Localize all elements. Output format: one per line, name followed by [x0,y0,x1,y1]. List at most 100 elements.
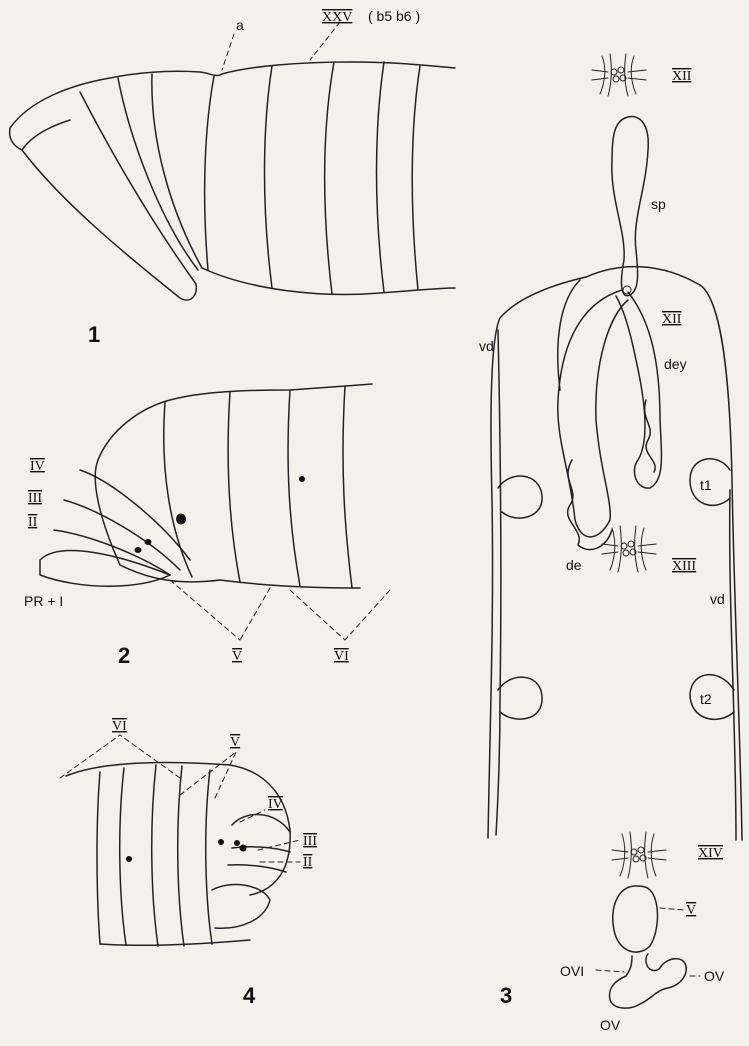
fig3-label-sp: sp [651,196,666,212]
fig3-body-top [586,267,700,285]
fig4-segment-1 [97,772,100,944]
fig4-dot-4 [240,845,247,852]
fig3-label-xiii: XIII [672,559,696,574]
fig4-label-vi: VI [112,719,127,734]
fig3-label-vd-left: vd [479,338,494,354]
fig1-label-segment: XXV [322,10,352,25]
fig3-label-v: V [686,903,696,918]
fig1-segment-4 [265,66,273,288]
fig2-ring-3 [64,500,180,570]
fig3-label-dey: dey [664,356,687,372]
fig4-leader-vi2 [120,735,180,778]
fig1-label-bristles: ( b5 b6 ) [368,8,420,24]
fig3-junction [623,286,631,294]
fig3-duct-coil-de [568,460,612,550]
fig3-sac-left-lower [498,677,542,719]
fig3-ganglion-xiv [612,832,666,878]
fig2-ventral-outline [120,565,360,588]
fig2-label-pr-i: PR + I [24,593,63,609]
fig3-label-ov-bottom: OV [600,1017,621,1033]
fig1-segment-a [205,76,214,270]
fig2-dot-2 [145,539,152,545]
fig2-dorsal-outline [98,384,372,460]
fig3-leader-v [660,908,684,910]
fig1-segment-5 [325,62,334,294]
fig3-body-right [700,285,742,840]
fig2-leader-v2 [240,588,270,640]
fig4-dot-1 [126,856,132,862]
fig3-label-xii-top: XII [672,69,692,84]
fig1-prostomium-inner [22,120,70,150]
fig2-segment-vii [343,386,352,588]
fig3-label-xiv: XIV [698,846,723,861]
fig3-sac-left-upper [498,476,542,518]
fig3-testis-2 [690,675,734,720]
fig3-ganglion-xii [592,54,646,96]
fig3-leader-ovi [596,970,624,972]
fig2-ring-1 [95,460,120,565]
fig3-dey-coil [645,400,656,472]
fig3-oviduct [610,954,687,1008]
figure-2-anterior-lateral: IV III II PR + I V VI 2 [24,384,390,668]
fig4-label-iv: IV [268,797,283,812]
fig2-leader-vi2 [345,590,390,640]
fig3-body-left-inner [496,330,501,835]
fig3-label-ovi: OVI [560,963,584,979]
fig2-leader-v1 [170,580,240,640]
fig4-leader-vi1 [60,735,120,778]
fig2-segment-v [228,392,240,582]
fig3-ovisac [613,886,658,952]
fig4-label-v: V [230,735,240,750]
fig1-number: 1 [88,322,100,347]
fig4-label-iii: III [303,834,317,849]
fig4-dot-3 [234,840,240,846]
fig4-leader-v2 [215,752,236,798]
fig3-ganglion-xiii [602,526,656,572]
fig1-segment-6 [377,62,385,292]
fig4-ventral-outline [100,940,250,945]
fig4-segment-2 [120,768,126,945]
fig1-leader-xxv [310,22,340,60]
fig4-dot-2 [218,839,224,845]
fig2-leader-vi1 [290,590,345,640]
fig4-head-3 [228,865,286,872]
fig2-label-iv: IV [30,459,45,474]
fig3-label-de: de [566,557,582,573]
fig4-prostomium [212,885,270,929]
fig4-number: 4 [243,983,256,1008]
figure-1-anterior-segments: a XXV ( b5 b6 ) 1 [10,8,455,347]
fig2-label-vi: VI [334,649,349,664]
fig3-spermatheca [612,117,648,296]
fig3-label-ov-right: OV [704,968,725,984]
fig3-label-t2: t2 [700,691,712,707]
fig3-duct-outer [558,290,628,537]
fig3-label-vd-right: vd [710,591,725,607]
fig1-lobe-2 [118,78,198,270]
fig3-number: 3 [500,983,512,1008]
fig4-leader-iv [240,810,265,822]
fig2-segment-iv [164,402,192,577]
fig4-label-ii: II [303,855,313,870]
fig2-segment-vi [288,390,300,586]
fig1-lobe-1 [80,92,196,284]
fig3-ejaculatory [616,292,661,488]
fig3-label-t1: t1 [700,477,712,493]
fig2-label-ii: II [28,515,38,530]
fig4-head-1 [232,815,290,832]
fig4-segment-3 [152,765,158,946]
fig3-label-xii: XII [662,312,682,327]
fig2-ring-2 [80,470,190,560]
fig2-dot-4 [299,476,305,482]
fig2-number: 2 [118,643,130,668]
figure-4-anterior-segments: VI V IV III II 4 [60,719,317,1008]
fig1-label-a: a [236,17,244,33]
fig4-segment-5 [206,770,212,944]
figure-3-internal-anatomy: XII sp vd vd XII dey de t1 t2 [479,54,742,1033]
fig2-label-iii: III [28,491,42,506]
fig2-label-v: V [232,649,242,664]
fig2-dot-3 [176,514,186,525]
fig1-leader-a [222,34,234,70]
fig1-segment-7 [412,66,420,290]
fig2-prostomium [40,551,170,587]
